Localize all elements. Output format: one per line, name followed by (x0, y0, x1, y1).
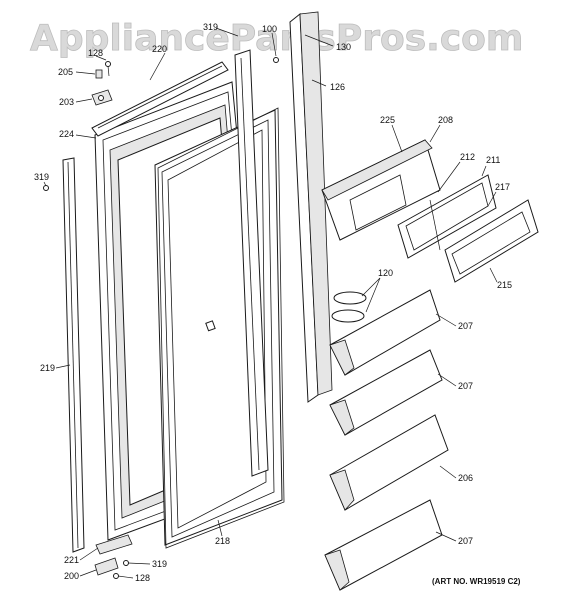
label-207-b: 207 (458, 381, 473, 391)
screw-100 (273, 57, 279, 63)
label-208: 208 (438, 115, 453, 125)
leader-lines (43, 27, 498, 579)
label-128-top: 128 (88, 48, 103, 58)
label-219: 219 (40, 363, 55, 373)
screw-319-left (43, 185, 49, 191)
part-number-labels: 319 100 130 128 220 205 126 203 224 225 … (34, 22, 512, 583)
screw-128-top (105, 61, 111, 77)
label-130: 130 (336, 42, 351, 52)
label-120: 120 (378, 268, 393, 278)
door-bin-207-b (329, 349, 443, 436)
label-207-c: 207 (458, 536, 473, 546)
label-221: 221 (64, 555, 79, 565)
label-200: 200 (64, 571, 79, 581)
label-225: 225 (380, 115, 395, 125)
dairy-door-212 (429, 199, 441, 251)
dairy-compartment-225 (321, 139, 441, 241)
bottom-bracket-200 (94, 557, 119, 576)
label-215: 215 (497, 280, 512, 290)
label-224: 224 (59, 129, 74, 139)
hinge-bracket-203 (91, 89, 113, 106)
side-trim-126 (289, 11, 333, 403)
label-220: 220 (152, 44, 167, 54)
label-218: 218 (215, 536, 230, 546)
label-128-bottom: 128 (135, 573, 150, 583)
label-203: 203 (59, 97, 74, 107)
label-319-bottom: 319 (152, 559, 167, 569)
label-211: 211 (486, 155, 500, 165)
label-205: 205 (58, 67, 73, 77)
trim-strip-219 (62, 157, 85, 553)
label-126: 126 (330, 82, 345, 92)
egg-holder-120 (331, 291, 367, 323)
bottom-hinge-221 (95, 534, 133, 555)
top-cap-220 (91, 61, 229, 137)
door-bin-207-c (324, 499, 443, 591)
door-bin-206 (329, 414, 449, 511)
label-207-a: 207 (458, 321, 473, 331)
label-319-top: 319 (203, 22, 218, 32)
label-319-left: 319 (34, 172, 49, 182)
door-bin-207-a (329, 289, 441, 376)
watermark-text: AppliancePartsPros.com (30, 18, 523, 59)
dairy-door-cover-215 (444, 199, 539, 283)
hinge-pin-205 (95, 69, 103, 79)
label-217: 217 (495, 182, 510, 192)
art-number: (ART NO. WR19519 C2) (432, 577, 521, 586)
label-212: 212 (460, 152, 475, 162)
door-liner (154, 109, 283, 546)
screw-319-bottom (123, 560, 129, 566)
label-100: 100 (262, 24, 277, 34)
screw-128-bottom (113, 573, 119, 579)
label-206: 206 (458, 473, 473, 483)
hinge-side-strip (234, 49, 269, 477)
